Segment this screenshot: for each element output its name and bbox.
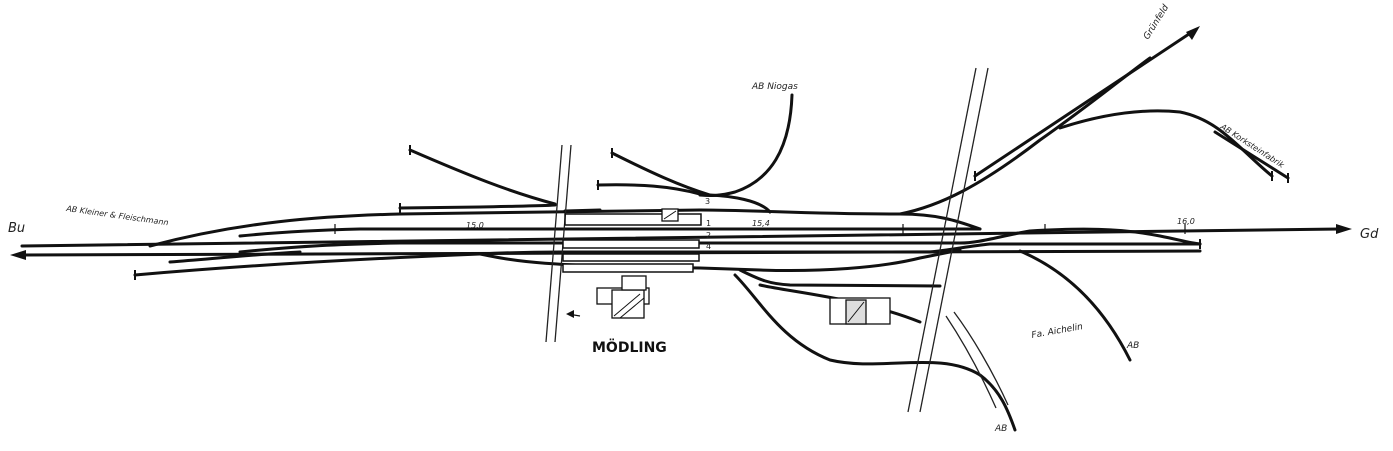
arrow-gruenfeld-icon [1186,26,1200,40]
track-stub-upper [398,203,557,210]
siding-niogas [698,93,794,198]
km-post-labels: 15,0 15,4 16,0 [466,217,1195,230]
road-crossings [545,67,1009,413]
label-siding-niogas: AB Niogas [751,82,798,92]
track-loop-lower [478,248,962,272]
siding-korkstein-stub [1213,130,1290,180]
siding-south-2 [758,283,922,324]
building-hatch-2 [619,297,645,319]
north-arrow-icon [566,310,581,318]
platform-lower-2 [562,263,694,273]
platform-middle [562,239,700,249]
label-siding-korkstein: AB Korksteinfabrik [1218,122,1286,170]
arrow-right-icon [1336,224,1352,234]
platform-lower-1 [562,253,700,262]
hut-hatch [663,210,677,220]
road-branch-b [953,311,1009,406]
label-line-gruenfeld: Grünfeld [1142,3,1171,42]
platform-upper [564,213,702,226]
track-number-labels: 3 1 2 4 [705,197,711,251]
label-station-name: MÖDLING [592,338,667,356]
track-number-4: 4 [706,242,711,251]
label-siding-kleiner: AB Kleiner & Fleischmann [65,204,169,227]
track-number-3: 3 [705,197,710,206]
label-siding-ab-right: AB [1126,341,1139,351]
track-2 [238,229,1032,254]
siding-aichelin [1018,249,1132,362]
siding-gruenfeld-junction [898,56,1152,216]
siding-south-3 [733,273,1017,432]
label-siding-aichelin: Fa. Aichelin [1031,322,1084,341]
track-left-lower [168,250,302,264]
line-gruenfeld [973,28,1197,178]
road-right-a [907,67,977,413]
building-hatch-1 [613,293,641,317]
road-bridge-left-a [545,144,563,343]
siding-nw-2 [610,151,772,214]
buffer-stops [134,145,1289,280]
road-right-b [919,67,989,413]
building-top [621,275,647,291]
label-left-terminus: Bu [8,221,25,236]
south-sidings [733,249,1132,432]
label-right-terminus: Gd [1360,227,1379,242]
north-sidings [408,26,1290,216]
label-siding-ab-bottom: AB [994,424,1007,434]
track-number-1: 1 [706,219,711,228]
siding-nw-1 [408,148,557,206]
station-structures [562,208,891,325]
km-post-label: 15,0 [466,221,484,230]
track-loop-right [1028,227,1202,246]
labels: Bu Gd MÖDLING AB Kleiner & Fleischmann A… [8,3,1379,434]
station-tracks [133,203,1202,277]
siding-south-1 [738,268,942,288]
track-1 [238,227,982,238]
siding-nw-3 [596,183,702,196]
arrow-left-icon [10,250,26,260]
km-post-label: 16,0 [1177,217,1195,226]
track-3 [148,208,982,248]
km-post-label: 15,4 [752,219,770,228]
shed-hatch [847,301,865,323]
road-branch-a [945,315,997,409]
track-number-2: 2 [706,231,711,240]
track-stub-short [563,208,602,213]
km-post-ticks [334,224,1186,234]
